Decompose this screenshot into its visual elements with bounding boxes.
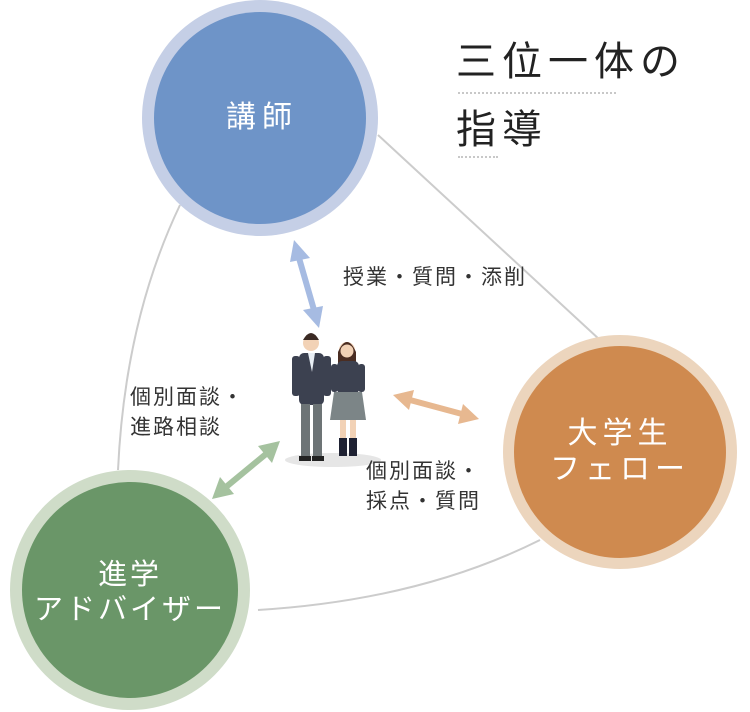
arrow-advisor (212, 441, 280, 499)
arrow-fellow (393, 390, 479, 424)
link-advisor-line-1: 個別面談・ (130, 385, 245, 409)
title-line-2: 指導 (456, 107, 548, 153)
node-fellow-label: 大学生 フェロー (550, 416, 690, 488)
link-advisor-line-2: 進路相談 (130, 415, 222, 439)
arrow-lecturer (290, 240, 323, 328)
node-advisor (10, 470, 250, 710)
node-advisor-line-1: 進学 (97, 557, 163, 592)
title-line-1: 三位一体の (456, 39, 686, 85)
connector-lecturer-advisor (117, 204, 181, 471)
node-lecturer (142, 0, 378, 236)
node-lecturer-label: 講師 (226, 100, 298, 135)
link-fellow-line-2: 採点・質問 (366, 489, 481, 513)
title-rule-1 (458, 92, 616, 94)
students-icon (285, 333, 381, 467)
connector-fellow-advisor (257, 539, 541, 611)
link-fellow-label: 個別面談・ 採点・質問 (366, 456, 481, 516)
link-fellow-line-1: 個別面談・ (366, 459, 481, 483)
connector-lecturer-fellow (377, 134, 601, 341)
node-fellow-line-1: 大学生 (567, 416, 673, 451)
node-fellow-line-2: フェロー (550, 452, 690, 487)
node-advisor-label: 進学 アドバイザー (34, 557, 226, 627)
node-fellow (503, 335, 737, 569)
link-lecturer-label: 授業・質問・添削 (343, 265, 527, 289)
link-advisor-label: 個別面談・ 進路相談 (130, 382, 245, 442)
title-rule-2 (458, 156, 498, 158)
node-advisor-line-2: アドバイザー (33, 592, 227, 626)
